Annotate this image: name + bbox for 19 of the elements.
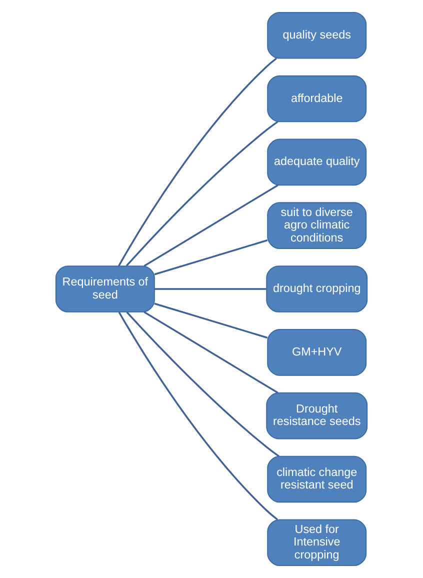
connector: [118, 58, 277, 266]
connector: [144, 311, 278, 394]
node-box: quality seeds: [267, 12, 367, 59]
connector: [126, 312, 280, 457]
connector: [126, 121, 278, 266]
node-box: climatic change resistant seed: [267, 456, 367, 503]
node-box: Used for Intensive cropping: [267, 519, 367, 566]
node-box: affordable: [267, 75, 367, 122]
node-box: drought cropping: [266, 266, 368, 312]
node-box: adequate quality: [267, 138, 367, 186]
node-box: suit to diverse agro climatic conditions: [267, 202, 367, 249]
connector: [154, 288, 266, 290]
connector: [154, 239, 268, 276]
node-box: Drought resistance seeds: [266, 392, 368, 440]
connector: [118, 312, 278, 520]
node-box: GM+HYV: [267, 329, 367, 376]
connector: [154, 302, 268, 339]
connector: [144, 184, 278, 267]
node-box: Requirements of seed: [55, 266, 155, 312]
